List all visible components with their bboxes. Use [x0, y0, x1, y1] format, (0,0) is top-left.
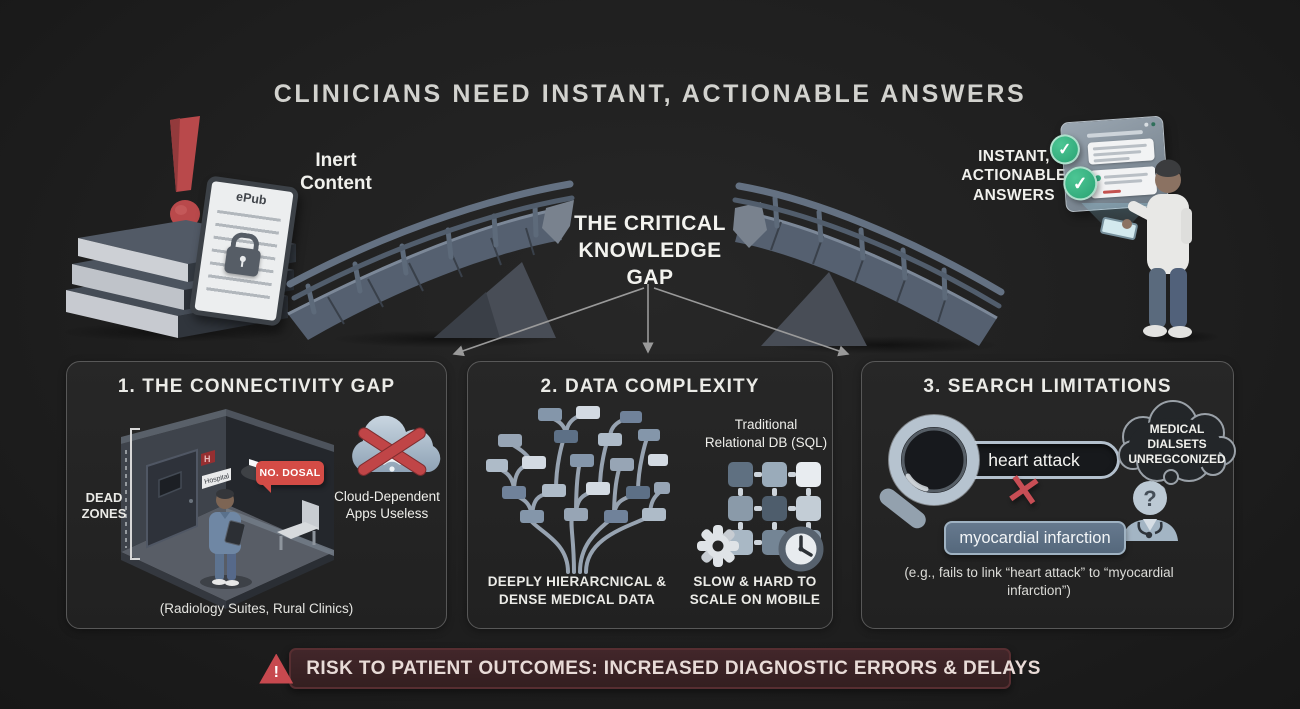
pants-leg	[1170, 268, 1187, 328]
shoe	[1168, 326, 1192, 338]
risk-banner-text: RISK TO PATIENT OUTCOMES: INCREASED DIAG…	[306, 657, 1041, 679]
risk-banner: ! RISK TO PATIENT OUTCOMES: INCREASED DI…	[259, 648, 1040, 689]
pants-leg	[1149, 268, 1166, 328]
mismatch-x-icon: ✕	[1002, 464, 1046, 517]
hospital-room: H Hospital	[121, 409, 334, 609]
arrow-to-panel-3	[653, 287, 850, 357]
knowledge-gap-label: THE CRITICAL KNOWLEDGE GAP	[574, 212, 726, 289]
thought-bubble-text: MEDICAL DIALSETS UNREGCONIZED	[1128, 422, 1226, 466]
door-handle	[189, 499, 193, 503]
shirt	[1147, 194, 1189, 274]
door	[146, 448, 198, 549]
dead-zones-label: DEAD ZONES	[81, 490, 127, 522]
arm	[1127, 201, 1158, 222]
panel-3-title: 3. SEARCH LIMITATIONS	[923, 376, 1172, 397]
clinician-figure	[1122, 159, 1192, 338]
sql-grid	[697, 462, 824, 572]
connector-arrows	[452, 284, 850, 357]
hand	[1122, 219, 1132, 229]
waiting-chair	[277, 500, 319, 550]
panel-1-footer: (Radiology Suites, Rural Clinics)	[159, 601, 354, 616]
broken-bridge-right	[732, 182, 1005, 346]
magnifier-handle	[879, 488, 926, 529]
speech-bubble-text: NO. DOSAL	[259, 467, 321, 479]
x-icon	[357, 427, 427, 476]
term-button-label: myocardial infarction	[959, 528, 1111, 547]
panel-2-title: 2. DATA COMPLEXITY	[540, 376, 760, 397]
hierarchical-data-tree	[486, 406, 670, 574]
lock-icon	[223, 245, 262, 278]
term-button[interactable]: myocardial infarction	[944, 521, 1126, 555]
dead-zone-bracket	[130, 428, 140, 560]
screen-title-line	[1086, 129, 1143, 138]
search-query-text: heart attack	[988, 449, 1080, 470]
door-window	[158, 470, 182, 499]
broken-edge	[733, 202, 767, 248]
text-line	[1093, 156, 1130, 163]
warning-glyph: !	[273, 663, 279, 681]
confused-doctor-icon: ?	[1122, 481, 1178, 541]
highlight-line	[1102, 189, 1122, 194]
stethoscope	[1137, 521, 1148, 536]
broken-edge	[542, 200, 574, 244]
nurse-figure	[200, 489, 252, 589]
cross-glyph: ✕	[1002, 464, 1046, 517]
grid-connectors	[738, 472, 811, 545]
doctor-head	[1133, 481, 1167, 515]
warning-triangle-icon: !	[259, 653, 294, 684]
bridge-pier	[761, 272, 867, 346]
epub-label: ePub	[235, 189, 268, 208]
emergency-sign	[201, 450, 215, 466]
cloud-caption: Cloud-Dependent Apps Useless	[334, 489, 440, 521]
page-title: CLINICIANS NEED INSTANT, ACTIONABLE ANSW…	[273, 80, 1027, 108]
arrow-to-panel-1	[452, 287, 645, 357]
panel-connectivity-gap: 1. THE CONNECTIVITY GAP H Hospital	[66, 361, 447, 629]
window-controls	[1151, 122, 1156, 127]
clock-icon	[778, 526, 824, 572]
no-signal-speech-bubble: NO. DOSAL	[256, 461, 324, 493]
search-footnote: (e.g., fails to link “heart attack” to “…	[904, 565, 1174, 599]
relational-db-label: Traditional Relational DB (SQL)	[704, 417, 828, 450]
thought-dot	[1163, 469, 1179, 485]
broken-bridge-left	[286, 180, 575, 340]
thought-bubble	[1118, 400, 1236, 497]
keyhole	[239, 255, 247, 263]
inert-content-label: Inert Content	[300, 150, 372, 195]
panel-data-complexity: 2. DATA COMPLEXITY	[467, 361, 833, 629]
arm	[1181, 208, 1192, 244]
check-glyph: ✓	[1072, 172, 1089, 194]
exclamation-icon	[170, 116, 200, 228]
panel-1-title: 1. THE CONNECTIVITY GAP	[117, 376, 396, 397]
epub-tablet: ePub	[188, 175, 300, 327]
shoe	[1143, 325, 1167, 337]
tree-caption: DEEPLY HIERARCNICAL & DENSE MEDICAL DATA	[487, 574, 667, 607]
instant-answers-label: INSTANT, ACTIONABLE ANSWERS	[961, 148, 1067, 204]
mobile-caption: SLOW & HARD TO SCALE ON MOBILE	[689, 574, 821, 607]
tree-nodes	[486, 406, 670, 523]
h-sign-glyph: H	[204, 454, 211, 464]
cloud-offline-icon	[352, 415, 441, 476]
chart-tablet	[224, 520, 246, 546]
hair	[216, 489, 234, 499]
hospital-sign	[202, 468, 231, 489]
panel-search-limitations: 3. SEARCH LIMITATIONS heart attack MEDIC…	[861, 361, 1236, 629]
check-glyph: ✓	[1057, 140, 1073, 159]
lens-highlight	[905, 473, 929, 492]
question-glyph: ?	[1143, 486, 1156, 511]
magnifier-icon	[879, 414, 980, 529]
gear-icon	[697, 525, 739, 567]
